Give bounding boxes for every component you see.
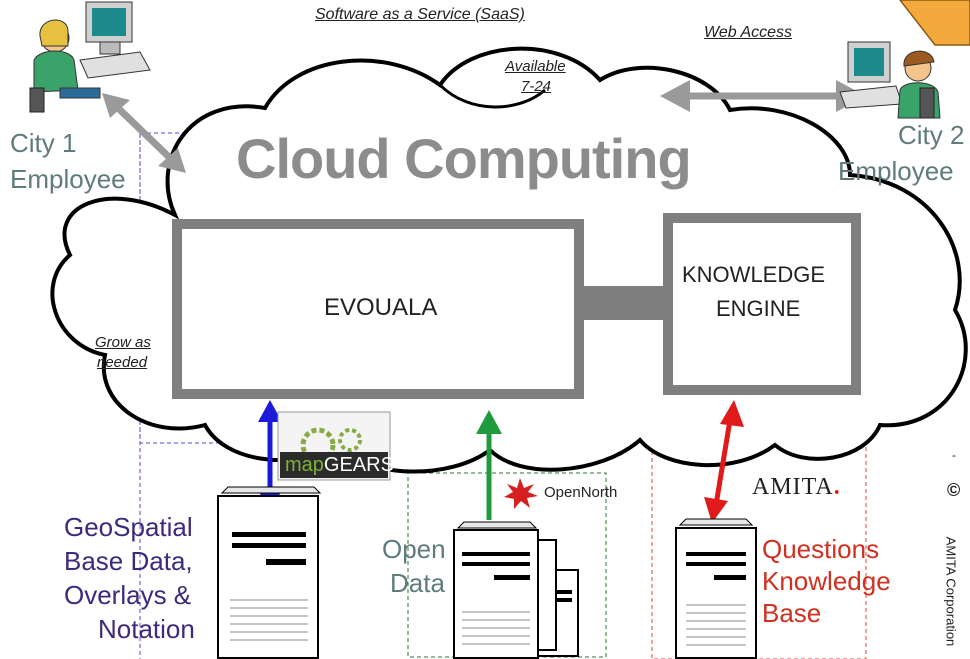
knowledge-base-arrow (704, 400, 744, 523)
saas-label: Software as a Service (SaaS) (315, 6, 525, 23)
grow-label-line2: needed (97, 354, 148, 371)
opendata-arrow (476, 410, 502, 520)
geo-label-line2: Base Data, (64, 546, 193, 576)
available-label-line1: Available (505, 58, 566, 75)
copyright-dash: - (952, 448, 956, 462)
city1-label-line1: City 1 (10, 128, 77, 158)
available-label-line2: 7-24 (521, 78, 552, 95)
amita-logo-text: AMITA. (752, 474, 841, 500)
knowledge-engine-label-line2: ENGINE (716, 296, 801, 321)
copyright-owner: AMITA Corporation (943, 536, 959, 647)
geo-label-line1: GeoSpatial (64, 512, 193, 542)
qkb-label-line2: Knowledge (762, 566, 891, 596)
city1-employee-icon (29, 1, 151, 113)
mapgears-logo-text-map: mapGEARS (285, 454, 394, 476)
web-access-arrow-city1 (102, 93, 186, 173)
opendata-region-outline (407, 472, 607, 658)
cloud-computing-title: Cloud Computing (236, 127, 692, 190)
qkb-label-line1: Questions (762, 534, 880, 564)
opendata-document-icon (453, 521, 539, 659)
evouala-box (172, 219, 584, 399)
city2-employee-icon (839, 41, 941, 119)
qkb-label-line3: Base (762, 598, 822, 628)
city1-label-line2: Employee (10, 164, 126, 194)
opennorth-logo-text: OpenNorth (544, 484, 618, 501)
geo-label-line3: Overlays & (64, 580, 192, 610)
opendata-label-line1: Open (382, 534, 446, 564)
opennorth-star-icon (504, 478, 538, 509)
geo-label-line4: Notation (98, 614, 195, 644)
city2-label-line1: City 2 (898, 120, 965, 150)
cloud-inner-puff (438, 83, 546, 109)
geospatial-document-icon (217, 486, 322, 659)
engine-connector-bar (582, 286, 668, 320)
city2-label-line2: Employee (838, 156, 954, 186)
copyright-symbol: © (947, 480, 961, 500)
knowledge-engine-label-line1: KNOWLEDGE (682, 262, 826, 287)
corner-tab (899, 0, 970, 46)
opendata-label-line2: Data (390, 568, 445, 598)
knowledge-engine-box (663, 213, 861, 395)
web-access-label: Web Access (704, 24, 793, 41)
evouala-label: EVOUALA (324, 294, 438, 321)
grow-label-line1: Grow as (95, 334, 151, 351)
mapgears-logo (277, 411, 391, 481)
knowledge-base-document-icon (675, 518, 757, 659)
